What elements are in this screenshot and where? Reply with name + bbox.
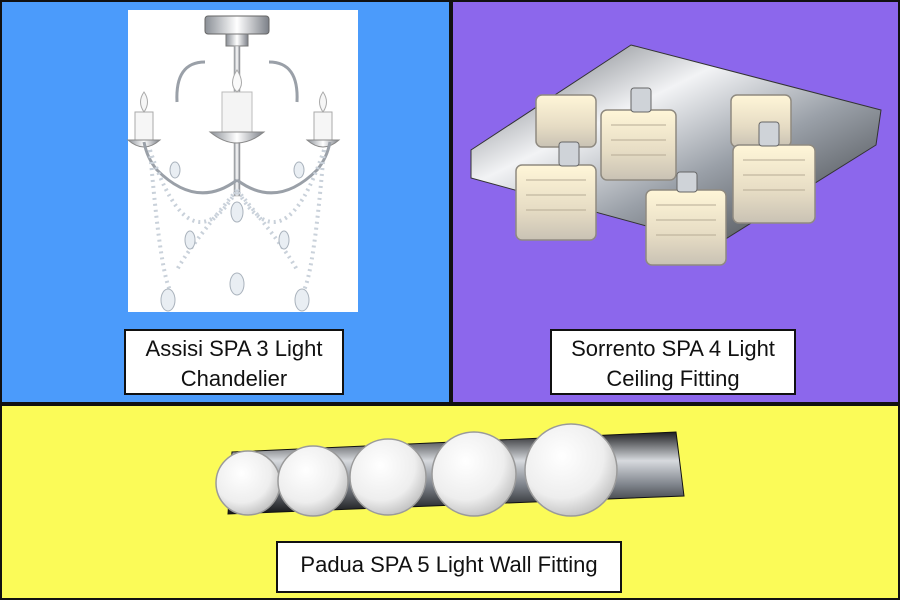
panel-border [451,0,900,404]
product-label-chandelier: Assisi SPA 3 Light Chandelier [124,329,344,395]
panel-border [0,404,900,600]
wall-fitting-image [215,423,685,517]
panel-border [0,0,451,404]
chandelier-image [126,10,358,312]
product-name-line1: Sorrento SPA 4 Light [571,336,775,361]
product-name-line2: Ceiling Fitting [606,366,740,391]
product-panel-ceiling-fitting: Sorrento SPA 4 Light Ceiling Fitting [451,0,900,404]
product-name: Padua SPA 5 Light Wall Fitting [300,552,598,577]
product-label-wall-fitting: Padua SPA 5 Light Wall Fitting [276,541,622,593]
product-panel-wall-fitting: Padua SPA 5 Light Wall Fitting [0,404,900,600]
product-label-ceiling-fitting: Sorrento SPA 4 Light Ceiling Fitting [550,329,796,395]
ceiling-fitting-image [470,44,882,266]
product-panel-chandelier: Assisi SPA 3 Light Chandelier [0,0,451,404]
product-name-line2: Chandelier [180,366,288,391]
product-name-line1: Assisi SPA 3 Light [145,336,323,361]
